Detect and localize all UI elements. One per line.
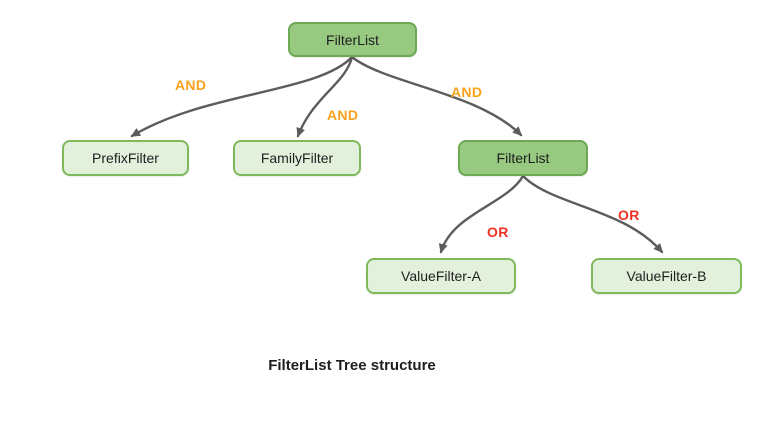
node-label: FamilyFilter [260,150,334,166]
edge-label-or-valuefilter-b: OR [618,207,640,223]
node-label: ValueFilter-A [401,268,481,284]
edge-label-and-familyfilter: AND [327,107,359,123]
node-label: PrefixFilter [92,150,159,166]
edge-label-or-valuefilter-a: OR [487,224,509,240]
node-label: FilterList [496,150,550,166]
edge-inner-valuefilter-a [438,174,525,254]
diagram-caption: FilterList Tree structure [268,357,436,374]
node-familyfilter: FamilyFilter [233,140,361,176]
node-label: ValueFilter-B [626,268,707,284]
edge-label-and-filterlist-inner: AND [451,84,483,100]
node-valuefilter-a: ValueFilter-A [366,258,516,294]
node-label: FilterList [326,31,379,48]
node-prefixfilter: PrefixFilter [62,140,189,176]
node-filterlist-inner: FilterList [458,140,588,176]
edge-inner-valuefilter-b [521,174,664,254]
edge-root-prefixfilter [130,55,354,138]
node-filterlist-root: FilterList [288,22,417,57]
edge-root-filterlist-inner [350,55,523,137]
edge-label-and-prefixfilter: AND [175,77,207,93]
edge-root-familyfilter [296,55,354,138]
node-valuefilter-b: ValueFilter-B [591,258,742,294]
